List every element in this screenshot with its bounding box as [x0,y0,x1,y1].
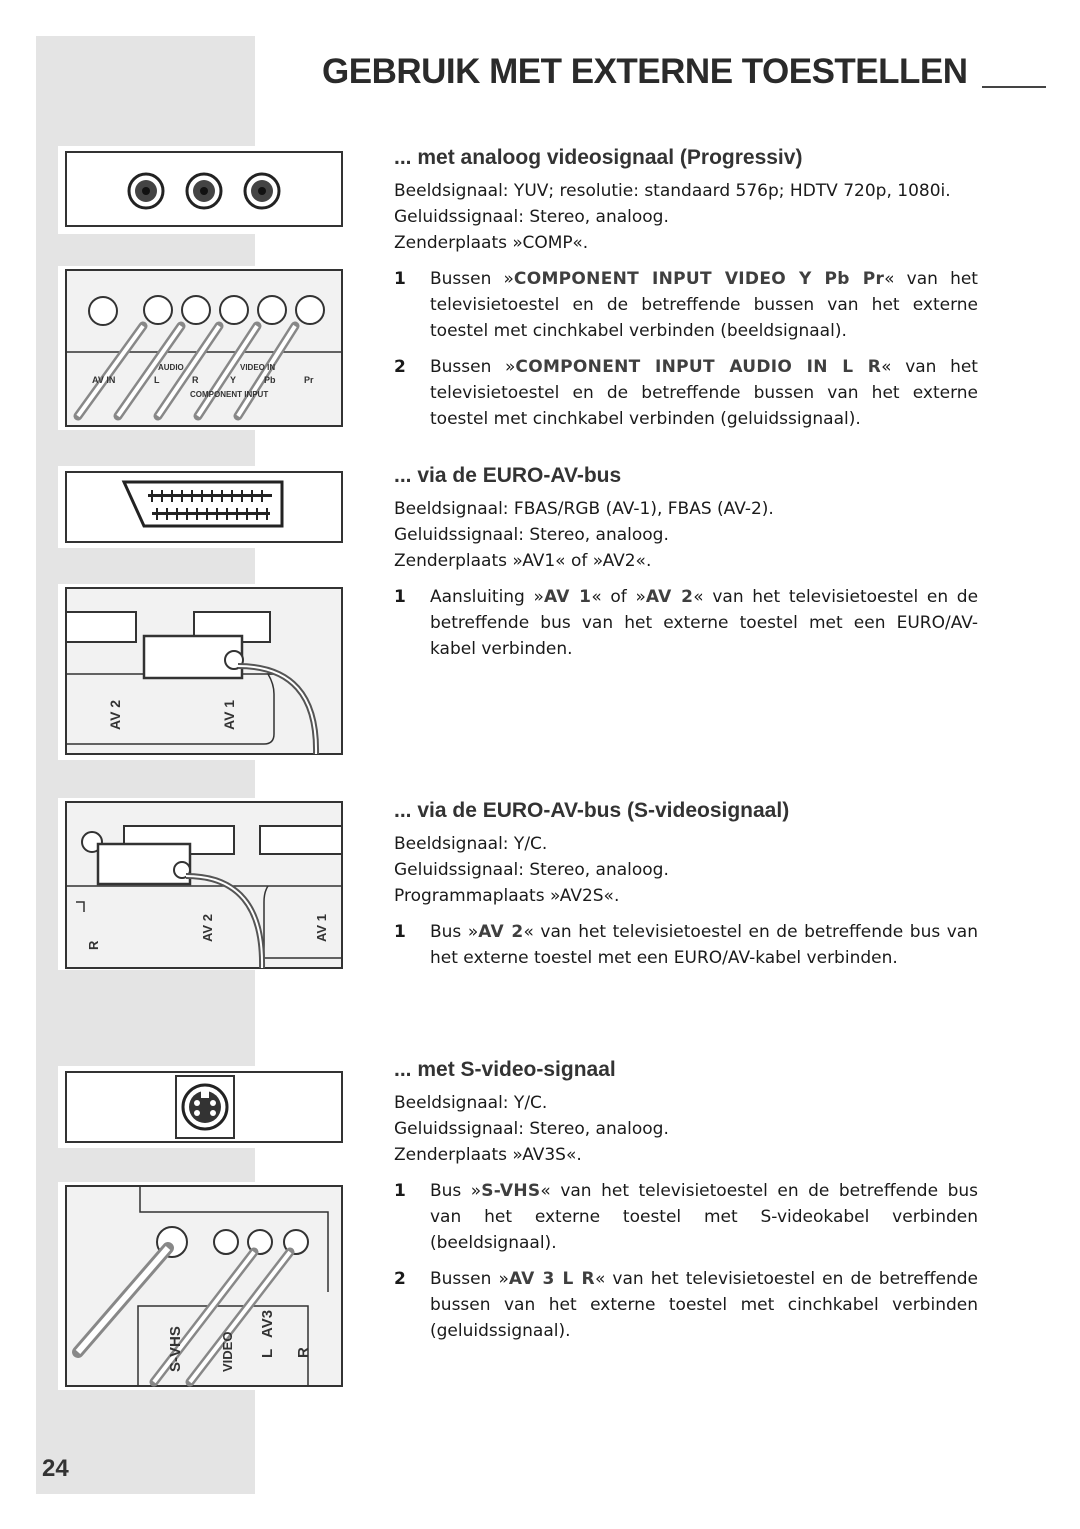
label-av1: AV 1 [314,914,329,942]
step-item: 2 Bussen »AV 3 L R« van het televisietoe… [394,1266,978,1344]
step-number: 1 [394,587,406,607]
section-line: Geluidssignaal: Stereo, analoog. [394,525,669,545]
section-euro-av-bus: ... via de EURO-AV-bus Beeldsignaal: FBA… [394,464,978,662]
label-r: R [295,1347,312,1358]
section-line: Zenderplaats »COMP«. [394,233,589,253]
step-number: 1 [394,269,406,289]
figure-euro-av: AV 2 AV 1 [58,584,344,760]
label-av1: AV 1 [221,700,237,730]
step-text: « van het televisietoestel en de betreff… [430,1269,978,1341]
figure-component-sockets [58,146,344,234]
label-l: L [259,1349,276,1358]
step-keyword: AV 3 L R [508,1269,595,1289]
section-line: Beeldsignaal: FBAS/RGB (AV-1), FBAS (AV-… [394,499,774,519]
label-pr: Pr [304,375,314,385]
section-title: ... via de EURO-AV-bus [394,464,622,487]
label-av-in: AV IN [92,375,115,385]
section-line: Geluidssignaal: Stereo, analoog. [394,1119,669,1139]
step-text: « van het televisietoestel en de betreff… [430,1181,978,1253]
section-line: Zenderplaats »AV1« of »AV2«. [394,551,652,571]
step-number: 2 [394,1269,406,1289]
label-pb: Pb [264,375,276,385]
step-keyword: AV 1 [543,587,592,607]
label-svhs: S-VHS [167,1326,184,1372]
step-text: « van het televisietoestel en de betreff… [430,922,978,968]
section-title: ... met S-video-signaal [394,1058,616,1081]
cinch-socket-icon [243,172,281,210]
step-text: Aansluiting » [430,587,544,607]
section-line: Beeldsignaal: Y/C. [394,834,548,854]
step-text: « van het televisietoestel en de betreff… [430,269,978,341]
page-number: 24 [42,1455,69,1482]
step-keyword: AV 2 [478,922,524,942]
scart-socket-icon [65,611,137,643]
step-keyword: S-VHS [481,1181,541,1201]
antenna-socket-icon [88,296,118,326]
title-rule [982,86,1046,88]
step-text: « of » [591,587,646,607]
label-y: Y [230,375,236,385]
section-line: Programmaplaats »AV2S«. [394,886,620,906]
section-line: Geluidssignaal: Stereo, analoog. [394,207,669,227]
section-line: Geluidssignaal: Stereo, analoog. [394,860,669,880]
label-audio: AUDIO [158,363,184,372]
section-s-video-signaal: ... met S-video-signaal Beeldsignaal: Y/… [394,1058,978,1344]
label-av3: AV3 [259,1310,276,1338]
step-number: 1 [394,922,406,942]
step-keyword: COMPONENT INPUT VIDEO Y Pb Pr [513,269,885,289]
svideo-socket-icon [181,1083,229,1131]
step-item: 1 Bussen »COMPONENT INPUT VIDEO Y Pb Pr«… [394,266,978,344]
scart-socket-icon [259,825,343,855]
section-title: ... met analoog videosignaal (Progressiv… [394,146,803,169]
step-item: 2 Bussen »COMPONENT INPUT AUDIO IN L R« … [394,354,978,432]
label-l: L [154,375,160,385]
cinch-socket-icon [127,172,165,210]
figure-svhs-av3: S-VHS VIDEO L AV3 R [58,1182,344,1390]
step-item: 1 Bus »AV 2« van het televisietoestel en… [394,919,978,971]
label-av2: AV 2 [107,700,123,730]
page-title: GEBRUIK MET EXTERNE TOESTELLEN [322,52,968,91]
figure-euro-av-svideo: R AV 2 AV 1 [58,798,344,970]
label-av2: AV 2 [200,914,215,942]
step-text: « van het televisietoestel en de betreff… [430,357,978,429]
cinch-socket-icon [185,172,223,210]
label-r: R [192,375,199,385]
step-keyword: AV 2 [645,587,694,607]
figure-component-cables: AV IN L R Y Pb Pr AUDIO VIDEO IN COMPONE… [58,266,344,430]
step-item: 1 Bus »S-VHS« van het televisietoestel e… [394,1178,978,1256]
section-line: Beeldsignaal: YUV; resolutie: standaard … [394,181,951,201]
section-line: Beeldsignaal: Y/C. [394,1093,548,1113]
label-component-input: COMPONENT INPUT [190,390,268,399]
step-item: 1 Aansluiting »AV 1« of »AV 2« van het t… [394,584,978,662]
step-text: Bussen » [430,357,516,377]
step-text: Bus » [430,1181,482,1201]
label-video-in: VIDEO IN [240,363,275,372]
step-text: Bus » [430,922,479,942]
step-text: « van het televisietoestel en de betreff… [430,587,979,659]
scart-socket-icon [121,480,284,528]
scart-plug-icon [96,842,192,886]
figure-scart-socket [58,466,344,548]
section-analoog-videosignaal: ... met analoog videosignaal (Progressiv… [394,146,978,432]
figure-svideo-socket [58,1066,344,1148]
section-title: ... via de EURO-AV-bus (S-videosignaal) [394,799,790,822]
section-euro-av-bus-svideo: ... via de EURO-AV-bus (S-videosignaal) … [394,799,978,971]
step-text: Bussen » [430,269,514,289]
step-number: 2 [394,357,406,377]
step-text: Bussen » [430,1269,509,1289]
step-number: 1 [394,1181,406,1201]
step-keyword: COMPONENT INPUT AUDIO IN L R [515,357,882,377]
label-r: R [86,940,101,950]
label-video: VIDEO [220,1332,235,1372]
section-line: Zenderplaats »AV3S«. [394,1145,582,1165]
